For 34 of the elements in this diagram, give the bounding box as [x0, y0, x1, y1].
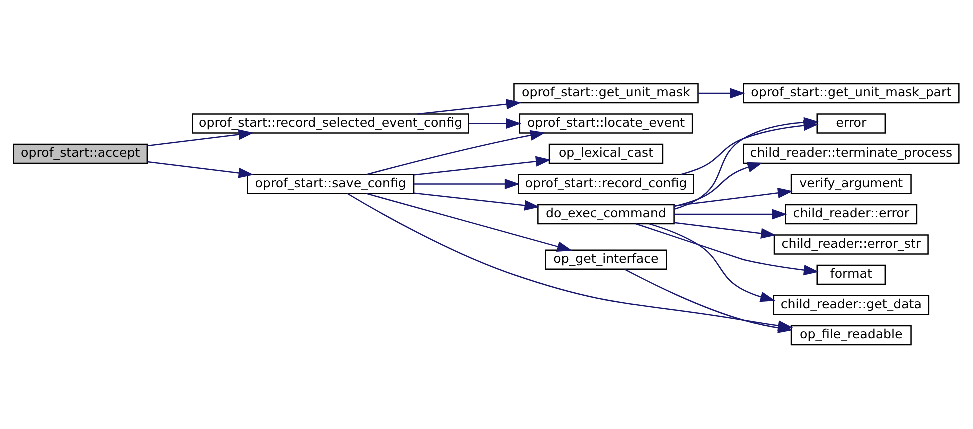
node-box: error: [816, 114, 886, 134]
arrow: [148, 130, 254, 147]
arrow: [698, 88, 746, 99]
arrow: [148, 161, 254, 178]
node-box: op_lexical_cast: [548, 144, 664, 164]
node-box: oprof_start::locate_event: [519, 114, 694, 134]
node-box: verify_argument: [790, 174, 912, 194]
node-box: op_file_readable: [790, 325, 912, 346]
arrow: [414, 178, 520, 190]
arrow: [366, 193, 573, 252]
node-box: oprof_start::get_unit_mask_part: [743, 83, 960, 104]
node-box: oprof_start::save_config: [247, 174, 415, 194]
arrow: [636, 223, 820, 276]
node-box: op_get_interface: [545, 250, 668, 270]
arrow: [468, 118, 522, 130]
arrow: [674, 209, 788, 220]
node-box: child_reader::error_str: [774, 234, 929, 255]
node-box: oprof_start::get_unit_mask: [514, 83, 699, 104]
arrow: [648, 223, 776, 302]
node-box: child_reader::get_data: [773, 295, 930, 316]
node-box: oprof_start::record_selected_event_config: [192, 114, 470, 134]
arrow: [366, 130, 546, 176]
node-box: child_reader::error: [785, 204, 918, 225]
node-box: oprof_start::record_config: [518, 174, 694, 194]
arrow: [414, 192, 540, 211]
arrow: [674, 222, 776, 239]
arrow: [674, 162, 763, 208]
node-box: do_exec_command: [538, 204, 675, 225]
node-box: oprof_start::accept: [13, 144, 148, 164]
arrow: [674, 188, 794, 207]
node-box: format: [816, 264, 886, 286]
node-box: child_reader::terminate_process: [743, 144, 960, 164]
arrow: [414, 156, 552, 176]
arrow: [418, 99, 522, 115]
